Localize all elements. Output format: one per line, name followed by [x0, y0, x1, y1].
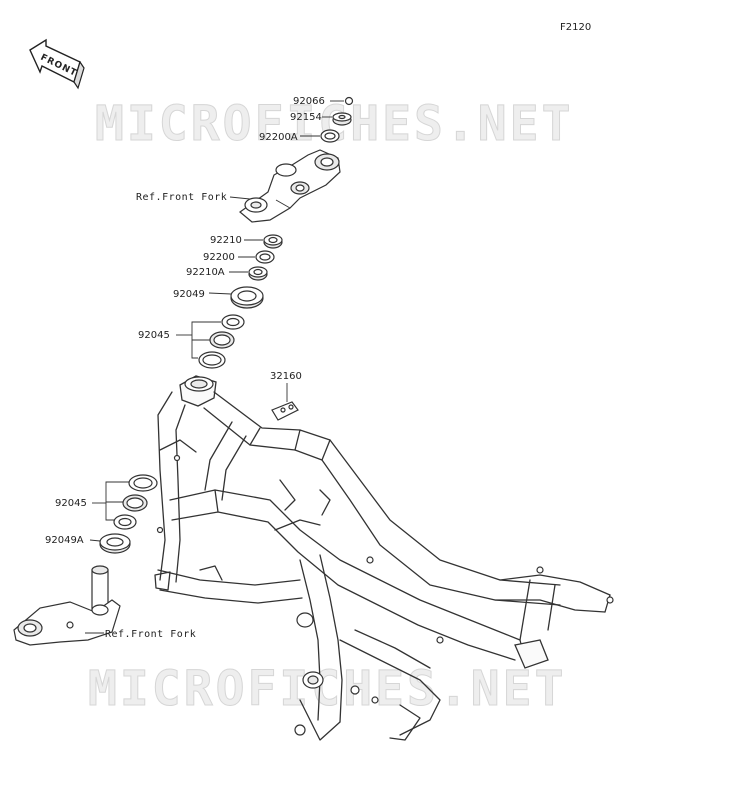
part-92066-cap	[344, 96, 354, 106]
part-92045-lower-bearing-b	[122, 494, 148, 512]
part-92045-upper-bearing-c	[198, 351, 226, 369]
callout-92045-upper: 92045	[138, 330, 170, 341]
callout-32160: 32160	[270, 371, 302, 382]
part-92154-nut	[332, 112, 352, 126]
part-92045-lower-bearing-c	[113, 514, 137, 530]
upper-triple-clamp	[239, 149, 341, 223]
main-frame	[154, 375, 614, 741]
part-92200A-washer	[320, 129, 340, 143]
part-92045-lower-bearing-a	[128, 474, 158, 492]
lower-triple-clamp	[13, 565, 121, 646]
callout-92210A: 92210A	[186, 267, 225, 278]
callout-92200: 92200	[203, 252, 235, 263]
front-arrow-icon: FRONT	[29, 38, 85, 90]
figure-code: F2120	[560, 22, 591, 33]
callout-ref-front-fork-lower: Ref.Front Fork	[105, 629, 196, 640]
part-92045-upper-bearing-a	[221, 314, 245, 330]
watermark-bottom: MICROFICHES.NET	[88, 661, 566, 717]
callout-92045-lower: 92045	[55, 498, 87, 509]
part-32160-bracket	[271, 401, 299, 421]
callout-92200A: 92200A	[259, 132, 298, 143]
callout-92210: 92210	[210, 235, 242, 246]
part-92210A-locknut	[248, 266, 268, 281]
callout-92066: 92066	[293, 96, 325, 107]
callout-92049A: 92049A	[45, 535, 84, 546]
part-92200-washer	[255, 250, 275, 264]
callout-92154: 92154	[290, 112, 322, 123]
part-92210-locknut	[263, 234, 283, 249]
watermark-top: MICROFICHES.NET	[95, 96, 573, 152]
part-92045-upper-bearing-b	[209, 331, 235, 349]
part-92049A-seal	[99, 533, 131, 554]
part-92049-seal	[230, 286, 264, 309]
callout-92049: 92049	[173, 289, 205, 300]
callout-ref-front-fork-upper: Ref.Front Fork	[136, 192, 227, 203]
